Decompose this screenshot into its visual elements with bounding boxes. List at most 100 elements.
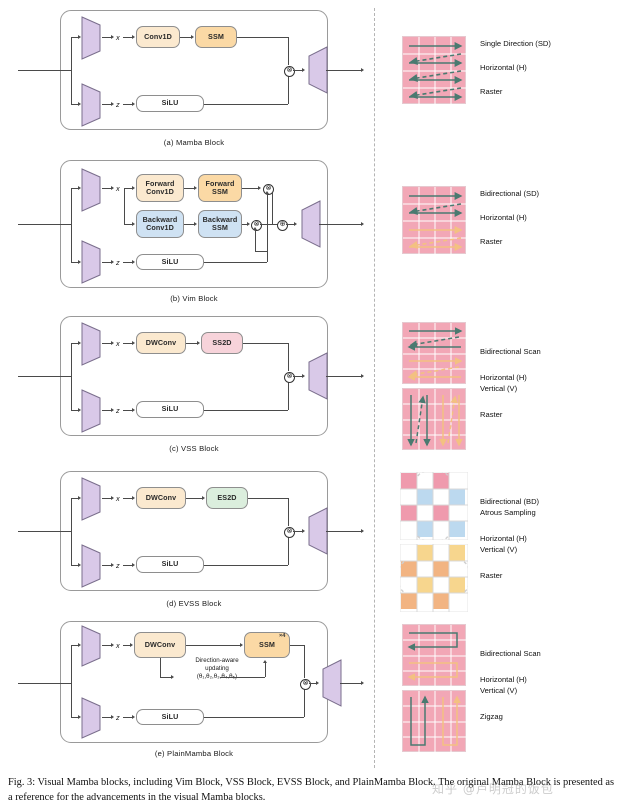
- arrow-icon: [194, 221, 197, 226]
- wire: [326, 376, 362, 377]
- scan-label: Horizontal (H): [480, 212, 527, 222]
- backward-conv1d-box: Backward Conv1D: [136, 210, 184, 238]
- wire: [288, 37, 289, 65]
- block-caption-evss: (d) EVSS Block: [166, 599, 222, 608]
- ssm-box: SSM: [244, 632, 290, 658]
- wire: [123, 498, 133, 499]
- var-z-label: z: [116, 405, 120, 415]
- wire: [18, 376, 62, 377]
- wire: [293, 70, 303, 71]
- wire: [18, 531, 62, 532]
- multiply-node: ⊗: [300, 678, 311, 690]
- wire: [18, 683, 62, 684]
- output-projection: [305, 352, 329, 400]
- wire: [265, 663, 266, 677]
- wire: [123, 104, 133, 105]
- backward-ssm-box: Backward SSM: [198, 210, 242, 238]
- direction-aware-line2: updating: [205, 664, 229, 672]
- scan-grid-checkerboard-orange: [400, 544, 468, 612]
- wire: [293, 376, 303, 377]
- wire: [123, 717, 133, 718]
- var-z-label: z: [116, 712, 120, 722]
- ssm-repeat-superscript: ×4: [279, 633, 286, 639]
- arrow-icon: [78, 642, 81, 647]
- scan-label: Bidirectional Scan: [480, 649, 541, 658]
- linear-projection-z: [80, 544, 102, 588]
- wire: [102, 37, 112, 38]
- output-projection: [319, 659, 343, 707]
- wire: [186, 343, 198, 344]
- scan-label: Raster: [480, 570, 503, 580]
- wire: [124, 224, 133, 225]
- scan-grid-bidirectional: [402, 186, 467, 255]
- linear-projection-z: [80, 240, 102, 284]
- arrow-icon: [78, 185, 81, 190]
- arrow-icon: [78, 34, 81, 39]
- multiply-node-backward: ⊗: [251, 219, 262, 231]
- wire: [71, 645, 79, 646]
- direction-aware-line1: Direction-aware: [195, 657, 239, 664]
- wire: [71, 343, 79, 344]
- wire: [204, 717, 304, 718]
- wire: [290, 645, 304, 646]
- arrow-icon: [191, 34, 194, 39]
- silu-box: SiLU: [136, 95, 204, 112]
- arrow-icon: [132, 340, 135, 345]
- block-caption-plainmamba: (e) PlainMamba Block: [154, 749, 234, 758]
- arrow-icon: [253, 227, 257, 230]
- wire: [204, 410, 288, 411]
- scan-grid-zigzag-vertical: [402, 690, 467, 753]
- scan-label: Bidirectional (SD): [480, 189, 540, 198]
- arrow-icon: [258, 185, 261, 190]
- scan-label: Atrous Sampling: [480, 507, 536, 517]
- wire: [160, 658, 161, 677]
- wire: [18, 70, 62, 71]
- wire: [71, 410, 79, 411]
- wire: [272, 193, 273, 224]
- arrow-icon: [265, 191, 269, 194]
- wire: [102, 104, 112, 105]
- wire: [71, 37, 79, 38]
- arrow-icon: [171, 674, 174, 679]
- wire: [102, 565, 112, 566]
- forward-conv1d-box: Forward Conv1D: [136, 174, 184, 202]
- wire: [184, 188, 195, 189]
- wire: [62, 683, 72, 684]
- var-x-label: x: [116, 32, 120, 42]
- linear-projection-x: [80, 168, 102, 212]
- var-x-label: x: [116, 493, 120, 503]
- scan-grid-zigzag-horizontal: [402, 624, 467, 687]
- wire: [255, 229, 256, 251]
- output-projection: [298, 200, 322, 248]
- arrow-icon: [130, 642, 133, 647]
- wire: [204, 104, 288, 105]
- arrow-icon: [132, 259, 135, 264]
- wire: [186, 645, 241, 646]
- silu-box: SiLU: [136, 401, 204, 418]
- scan-label-group: Single Direction (SD) Horizontal (H) Ras…: [480, 40, 551, 96]
- wire: [123, 262, 133, 263]
- wire: [180, 37, 192, 38]
- wire: [288, 343, 289, 371]
- linear-projection-x: [80, 16, 102, 60]
- add-node: ⊕: [277, 219, 288, 231]
- var-z-label: z: [116, 560, 120, 570]
- linear-projection-z: [80, 83, 102, 127]
- scan-label: Horizontal (H): [480, 533, 527, 543]
- wire: [255, 251, 267, 252]
- arrow-icon: [111, 340, 114, 345]
- multiply-node: ⊗: [284, 371, 295, 383]
- scan-label: Raster: [480, 236, 503, 246]
- scan-label-group: Bidirectional Scan Horizontal (H) Vertic…: [480, 348, 541, 419]
- output-projection: [305, 46, 329, 94]
- wire: [243, 343, 288, 344]
- wire: [102, 498, 112, 499]
- arrow-icon: [78, 407, 81, 412]
- wire: [102, 410, 112, 411]
- wire: [102, 262, 112, 263]
- arrow-icon: [78, 259, 81, 264]
- linear-projection-x: [80, 625, 102, 667]
- scan-label-group: Bidirectional (SD) Horizontal (H) Raster: [480, 190, 539, 246]
- wire: [309, 683, 317, 684]
